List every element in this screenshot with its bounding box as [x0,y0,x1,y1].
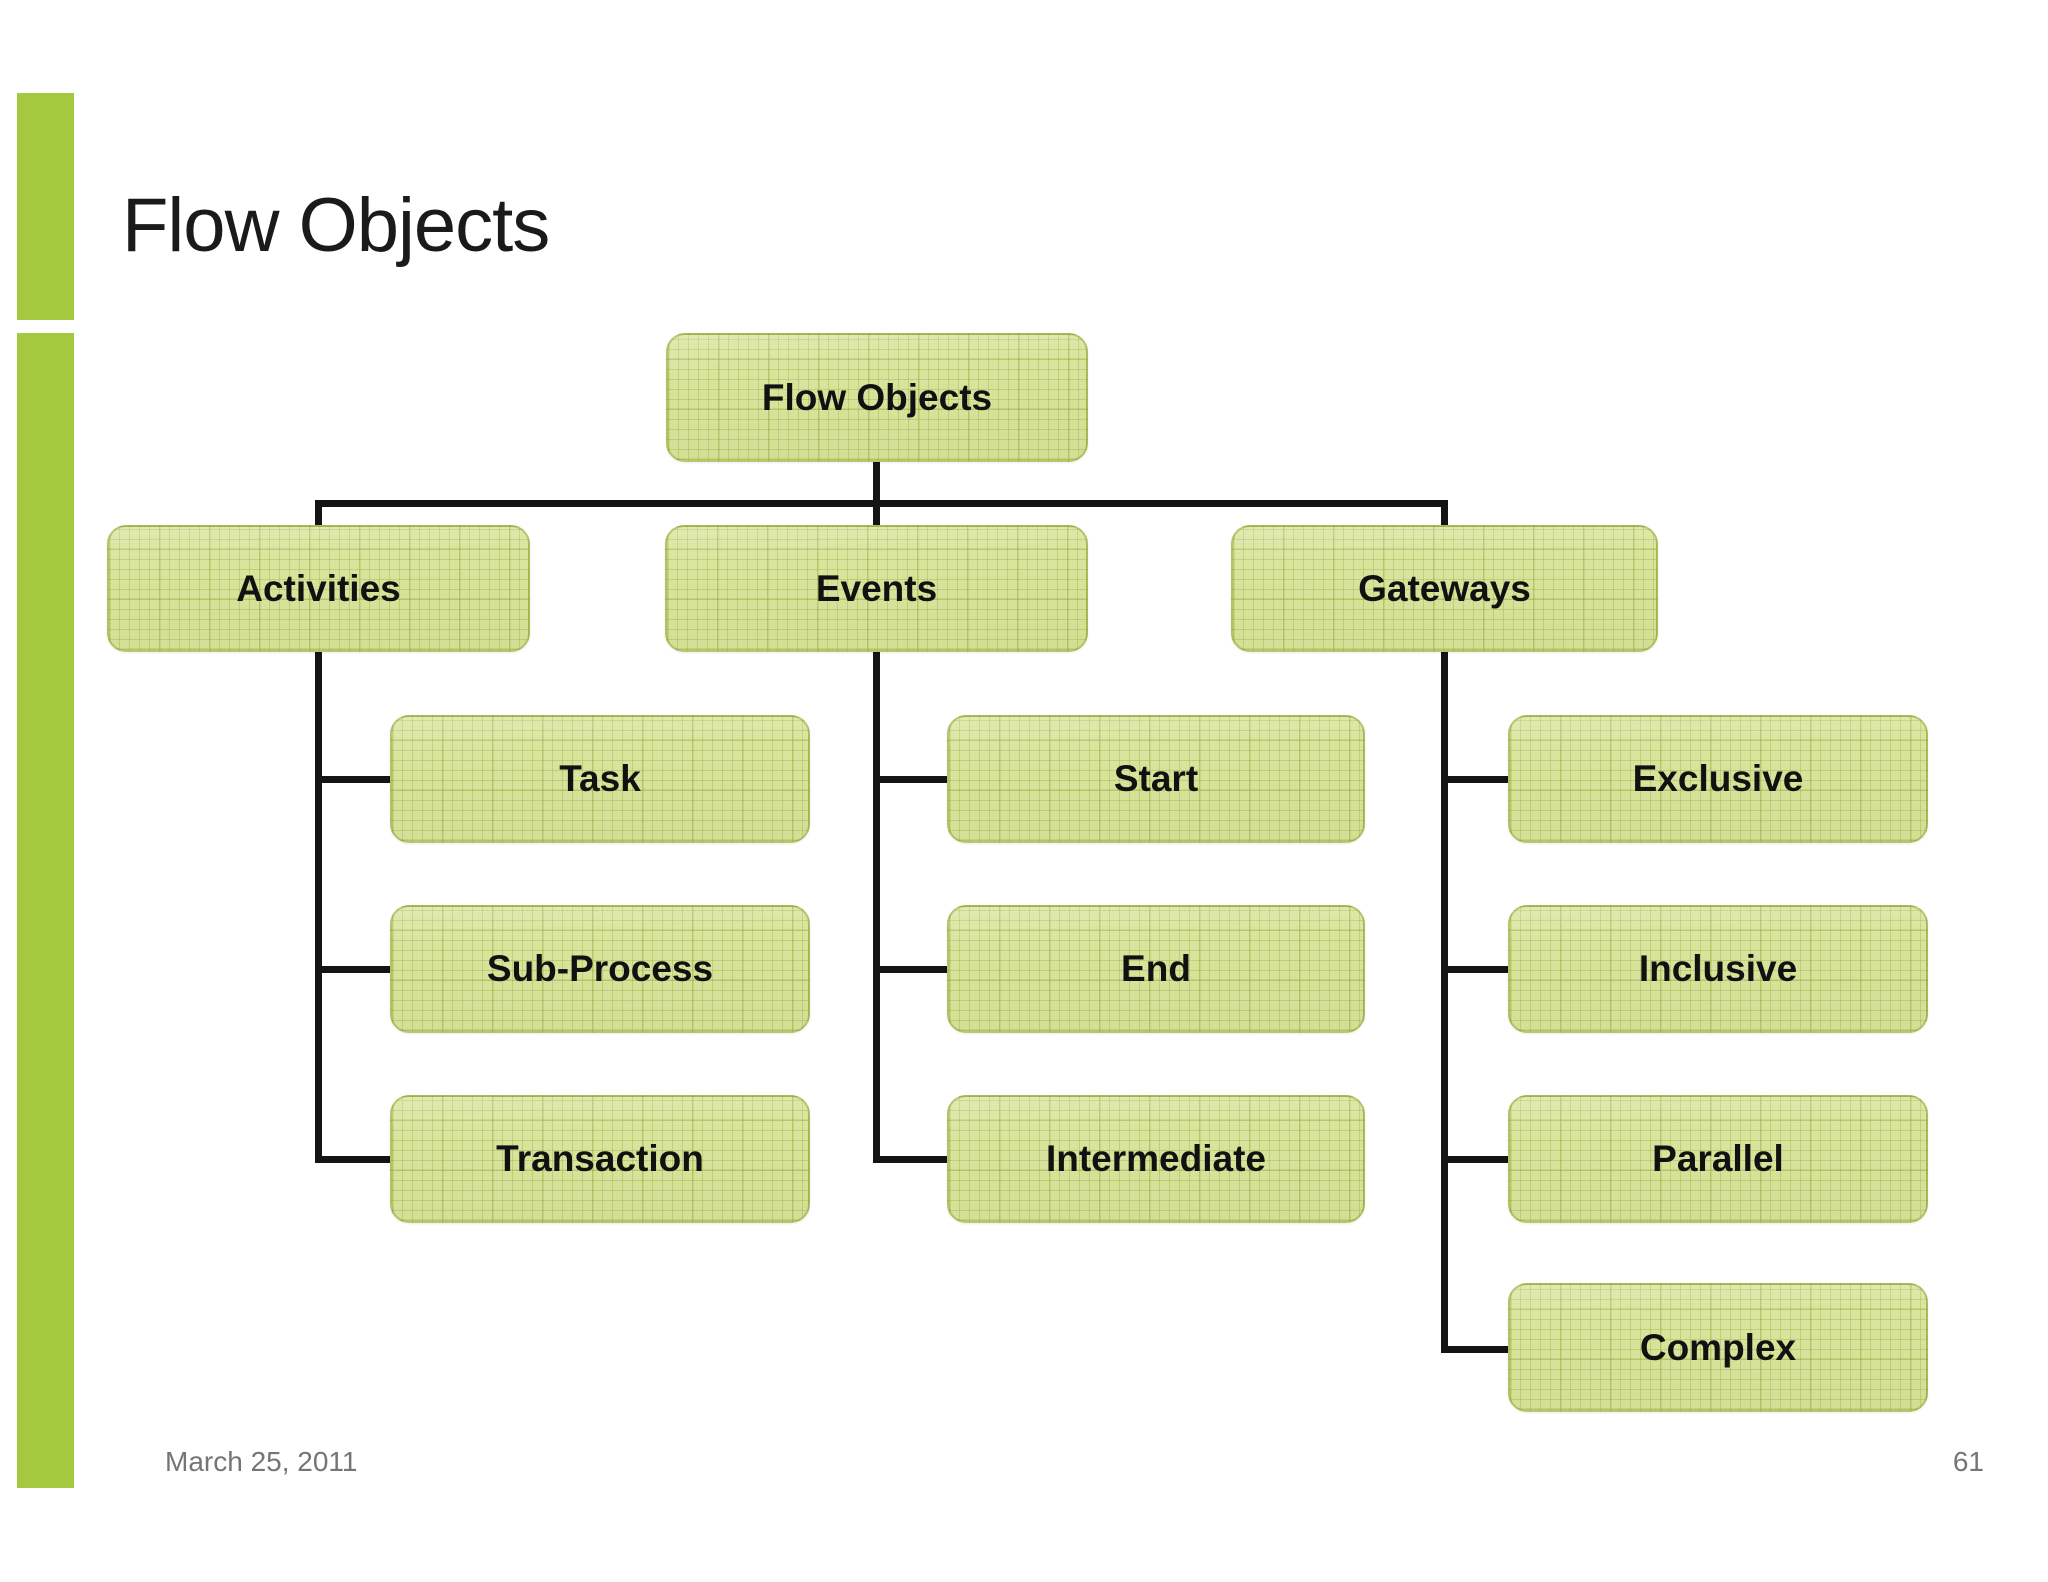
node-events: Events [665,525,1088,652]
node-task: Task [390,715,810,843]
connector-stub-intermediate [873,1156,952,1163]
node-sub-process: Sub-Process [390,905,810,1033]
footer-date: March 25, 2011 [165,1446,358,1477]
connector-stub-end [873,966,952,973]
accent-bar-bottom [17,333,74,1488]
connector-trunk [315,500,1448,507]
connector-stub-transaction [315,1156,395,1163]
node-complex: Complex [1508,1283,1928,1412]
node-transaction: Transaction [390,1095,810,1223]
connector-activities-spine [315,650,322,1163]
node-gateways: Gateways [1231,525,1658,652]
node-parallel: Parallel [1508,1095,1928,1223]
node-flow-objects: Flow Objects [666,333,1088,462]
connector-stub-exclusive [1441,776,1513,783]
slide-title: Flow Objects [122,183,550,268]
node-intermediate: Intermediate [947,1095,1365,1223]
connector-events-rise [873,500,880,528]
connector-stub-start [873,776,952,783]
connector-stub-task [315,776,395,783]
footer-page-number: 61 [1952,1446,1984,1477]
connector-stub-inclusive [1441,966,1513,973]
connector-gateways-spine [1441,650,1448,1353]
node-exclusive: Exclusive [1508,715,1928,843]
connector-stub-subprocess [315,966,395,973]
node-activities: Activities [107,525,530,652]
connector-stub-parallel [1441,1156,1513,1163]
connector-gateways-rise [1441,500,1448,528]
node-start: Start [947,715,1365,843]
connector-root-drop [873,462,880,503]
accent-bar-top [17,93,74,320]
connector-events-spine [873,650,880,1163]
connector-stub-complex [1441,1346,1513,1353]
node-end: End [947,905,1365,1033]
node-inclusive: Inclusive [1508,905,1928,1033]
connector-activities-rise [315,500,322,528]
